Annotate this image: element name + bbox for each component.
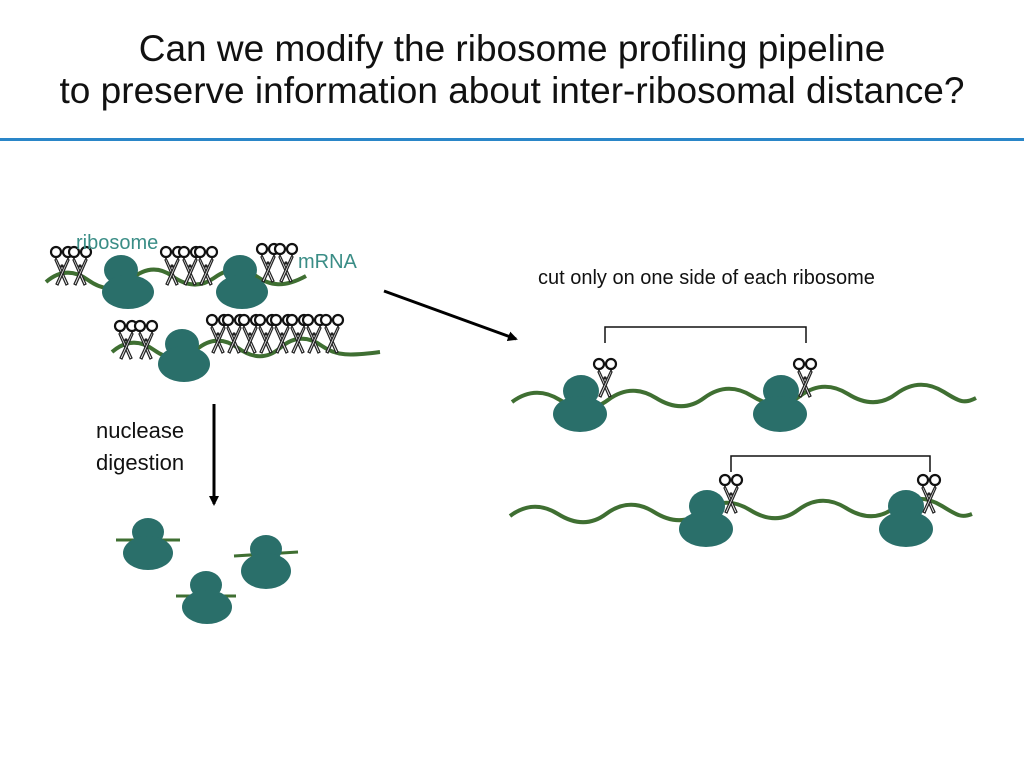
cut-one-side-label: cut only on one side of each ribosome [538, 267, 875, 289]
nuclease-label-line1: nuclease [96, 418, 184, 443]
ribosome-label: ribosome [76, 232, 158, 254]
ribosome-icon [753, 375, 807, 432]
ribosome-icon [158, 329, 210, 382]
modified-pipeline-arrow [383, 289, 518, 341]
title-line-2: to preserve information about inter-ribo… [59, 70, 965, 111]
digested-footprints [116, 518, 299, 624]
ribosome-icon [216, 255, 268, 309]
ribosome-icon [233, 535, 299, 589]
nuclease-label-line2: digestion [96, 450, 184, 475]
scissors-icon [273, 242, 299, 284]
ribosome-icon [176, 571, 236, 624]
ribosome-icon [553, 375, 607, 432]
right-strand-2-group [508, 455, 973, 547]
title-line-1: Can we modify the ribosome profiling pip… [138, 28, 886, 69]
left-undigested-group: ribosome mRNA [44, 232, 381, 382]
distance-bracket-1 [604, 326, 807, 343]
right-strand-1-group [510, 326, 977, 432]
mrna-label: mRNA [298, 251, 358, 273]
ribosome-icon [879, 490, 933, 547]
ribosome-icon [679, 490, 733, 547]
slide-title: Can we modify the ribosome profiling pip… [0, 28, 1024, 112]
distance-bracket-2 [730, 455, 931, 472]
ribosome-icon [116, 518, 180, 570]
ribosome-icon [102, 255, 154, 309]
scissors-icon [113, 319, 139, 361]
title-divider [0, 138, 1024, 141]
scissors-icon [133, 319, 159, 361]
